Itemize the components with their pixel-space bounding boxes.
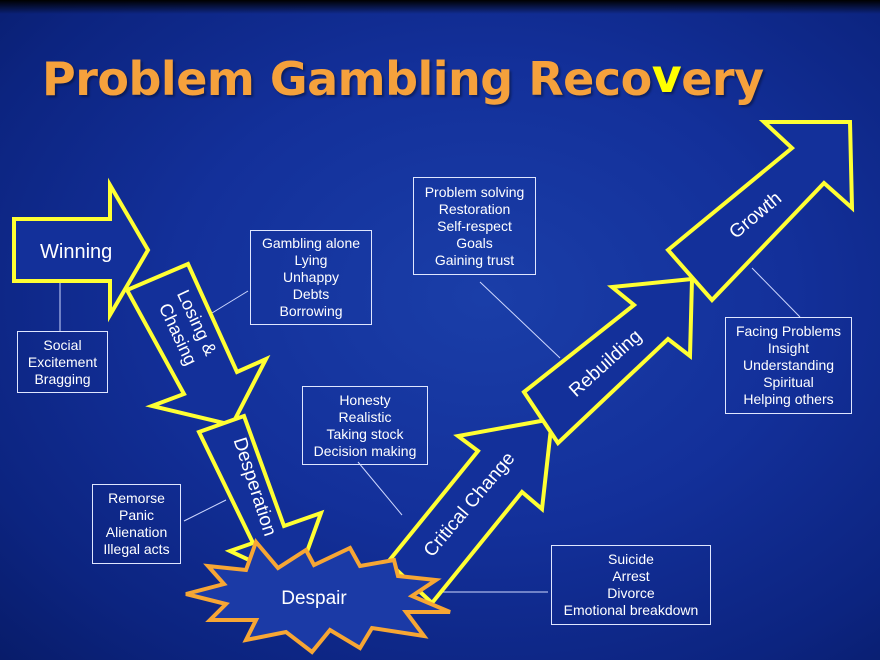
note-line: Arrest <box>612 568 650 584</box>
connector-desperation <box>183 499 227 522</box>
losing-chasing-arrow <box>124 261 271 428</box>
note-line: Realistic <box>338 408 392 425</box>
slide-title: Problem Gambling Recovery <box>42 49 764 106</box>
note-line: Insight <box>767 340 810 356</box>
note-line: Restoration <box>438 200 511 217</box>
note-line: Gaining trust <box>434 251 515 268</box>
note-line: Panic <box>118 507 155 523</box>
desperation-arrow <box>196 413 325 585</box>
note-line: Lying <box>294 252 328 268</box>
stage-label-despair: Despair <box>281 588 347 609</box>
note-line: Illegal acts <box>103 541 170 557</box>
note-line: Bragging <box>34 370 91 387</box>
note-line: Excitement <box>27 353 98 370</box>
note-line: Debts <box>292 286 330 302</box>
top-shadow-bar <box>0 0 880 14</box>
title-text-part2: ery <box>681 52 764 106</box>
growth-arrow <box>665 120 855 303</box>
note-line: Spiritual <box>763 374 814 390</box>
title-text-part1: Problem Gambling Reco <box>42 52 652 106</box>
connector-rebuilding <box>479 281 561 359</box>
note-line: Remorse <box>108 490 165 506</box>
critical-change-arrow <box>385 416 555 606</box>
connector-losing <box>211 290 249 314</box>
stage-label-winning: Winning <box>40 241 112 263</box>
note-line: Helping others <box>743 391 834 407</box>
note-line: Goals <box>456 234 493 251</box>
note-line: Honesty <box>339 391 391 408</box>
note-line: Emotional breakdown <box>563 602 699 618</box>
note-line: Unhappy <box>282 269 340 285</box>
note-line: Borrowing <box>279 303 343 319</box>
note-line: Alienation <box>105 524 168 540</box>
title-highlight-letter: v <box>651 49 682 103</box>
note-line: Suicide <box>608 551 654 567</box>
note-line: Decision making <box>313 442 417 459</box>
winning-arrow <box>12 177 151 323</box>
connector-critical-change <box>357 461 403 516</box>
note-line: Taking stock <box>326 425 404 442</box>
note-line: Divorce <box>607 585 655 601</box>
note-line: Gambling alone <box>261 235 361 251</box>
note-line: Problem solving <box>424 183 525 200</box>
note-line: Understanding <box>742 357 835 373</box>
despair-starburst <box>185 538 451 655</box>
note-line: Facing Problems <box>735 323 842 339</box>
connector-growth <box>751 267 801 318</box>
note-line: Social <box>43 336 82 353</box>
note-line: Self-respect <box>437 217 512 234</box>
rebuilding-arrow <box>521 276 695 447</box>
